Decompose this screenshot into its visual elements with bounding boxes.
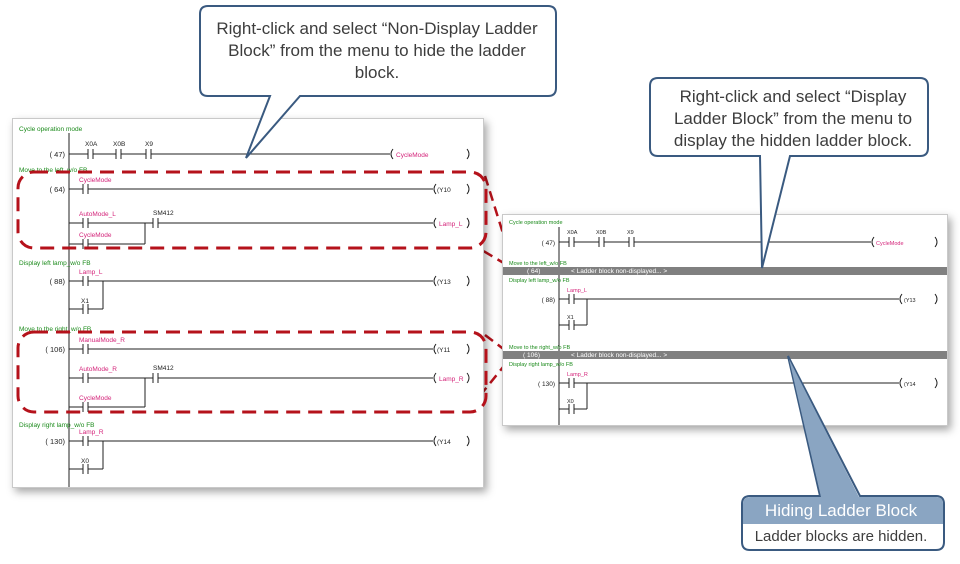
hidden-block-bar-1[interactable] (503, 267, 947, 275)
right-comment-move-left: Move to the left_w/o FB (509, 261, 567, 267)
left-coil-cyclemode: CycleMode (396, 152, 429, 159)
right-coil-cyclemode: CycleMode (876, 241, 904, 247)
callout-show-line-3: display the hidden ladder block. (673, 131, 913, 150)
left-label-cyclemode-b: CycleMode (79, 232, 112, 239)
callout-hiding-subtitle: Ladder blocks are hidden. (754, 528, 928, 545)
callout-show-text: Right-click and select “Display Ladder B… (655, 86, 931, 152)
left-label-cyclemode: CycleMode (79, 177, 112, 184)
right-device-x1: X1 (567, 315, 574, 321)
left-step-130: ( 130) (45, 437, 65, 446)
left-comment-display-right: Display right lamp_w/o FB (19, 422, 95, 429)
left-label-manualmode-r: ManualMode_R (79, 337, 125, 344)
left-coil-y13: (Y13 (437, 279, 451, 286)
right-coil-y14: (Y14 (904, 382, 916, 388)
left-label-cyclemode-c: CycleMode (79, 395, 112, 402)
hidden-block-highlight-2 (16, 330, 488, 414)
right-label-lamp-l: Lamp_L (567, 288, 587, 294)
callout-hide-bubble (199, 5, 557, 159)
right-coil-y13: (Y13 (904, 298, 916, 304)
callout-show-line-2: Ladder Block” from the menu to (673, 109, 913, 128)
left-device-sm412-b: SM412 (153, 365, 174, 372)
left-comment-move-right: Move to the right_w/o FB (19, 326, 91, 333)
callout-show-line-1: Right-click and select “Display (679, 87, 907, 106)
left-comment-cycle: Cycle operation mode (19, 126, 83, 133)
left-coil-y11: (Y11 (437, 347, 451, 354)
left-device-x0b: X0B (113, 141, 125, 148)
connector-line-lower-a (484, 334, 511, 355)
left-coil-lamp-l: Lamp_L (439, 221, 463, 228)
right-device-x0a: X0A (567, 230, 578, 236)
left-device-sm412-a: SM412 (153, 210, 174, 217)
right-label-lamp-r: Lamp_R (567, 372, 588, 378)
left-label-automode-l: AutoMode_L (79, 211, 116, 218)
left-label-automode-r: AutoMode_R (79, 366, 117, 373)
left-label-lamp-l: Lamp_L (79, 269, 103, 276)
hidden-block-label-2: < Ladder block non-displayed... > (571, 352, 667, 359)
callout-hiding-title-fill (743, 497, 943, 524)
right-step-64: ( 64) (527, 268, 540, 275)
left-coil-lamp-r: Lamp_R (439, 376, 464, 383)
left-device-x0a: X0A (85, 141, 98, 148)
right-device-x0b: X0B (596, 230, 607, 236)
ladder-diagram-full: Cycle operation mode Move to the left_w/… (19, 126, 470, 487)
left-step-47: ( 47) (50, 150, 66, 159)
hidden-block-label-1: < Ladder block non-displayed... > (571, 268, 667, 275)
right-comment-cycle: Cycle operation mode (509, 220, 563, 226)
callout-hide-text: Right-click and select “Non-Display Ladd… (206, 18, 548, 84)
right-step-47: ( 47) (542, 240, 555, 247)
callout-hide-line-1: Right-click and select “Non-Display Ladd… (216, 19, 538, 38)
callout-hide-line-2: Block” from the menu to hide the ladder … (228, 41, 526, 82)
callout-hiding-title: Hiding Ladder Block (764, 501, 918, 520)
left-comment-move-left: Move to the left_w/o FB (19, 167, 87, 174)
callout-hiding-pointer-fill (789, 359, 859, 497)
callout-show-bubble (649, 77, 929, 269)
right-comment-display-left: Display left lamp_w/o FB (509, 278, 570, 284)
right-device-x0: X0 (567, 399, 574, 405)
right-device-x9: X9 (627, 230, 634, 236)
right-step-130: ( 130) (538, 381, 555, 388)
left-step-64: ( 64) (50, 185, 66, 194)
ladder-editor-full[interactable]: Cycle operation mode Move to the left_w/… (12, 118, 484, 488)
left-coil-y10: (Y10 (437, 187, 451, 194)
left-device-x0: X0 (81, 458, 89, 465)
left-coil-y14: (Y14 (437, 439, 451, 446)
right-step-106: ( 106) (523, 352, 540, 359)
hidden-block-bar-2[interactable] (503, 351, 947, 359)
left-label-lamp-r: Lamp_R (79, 429, 104, 436)
ladder-editor-hidden[interactable]: Cycle operation mode Move to the left_w/… (502, 214, 948, 426)
left-device-x9: X9 (145, 141, 153, 148)
left-device-x1: X1 (81, 298, 89, 305)
ladder-diagram-hidden: Cycle operation mode Move to the left_w/… (503, 220, 947, 425)
hidden-block-highlight-1 (16, 170, 488, 250)
right-comment-move-right: Move to the right_w/o FB (509, 345, 570, 351)
right-step-88: ( 88) (542, 297, 555, 304)
left-step-88: ( 88) (50, 277, 66, 286)
right-comment-display-right: Display right lamp_w/o FB (509, 362, 573, 368)
left-comment-display-left: Display left lamp_w/o FB (19, 260, 91, 267)
left-step-106: ( 106) (45, 345, 65, 354)
